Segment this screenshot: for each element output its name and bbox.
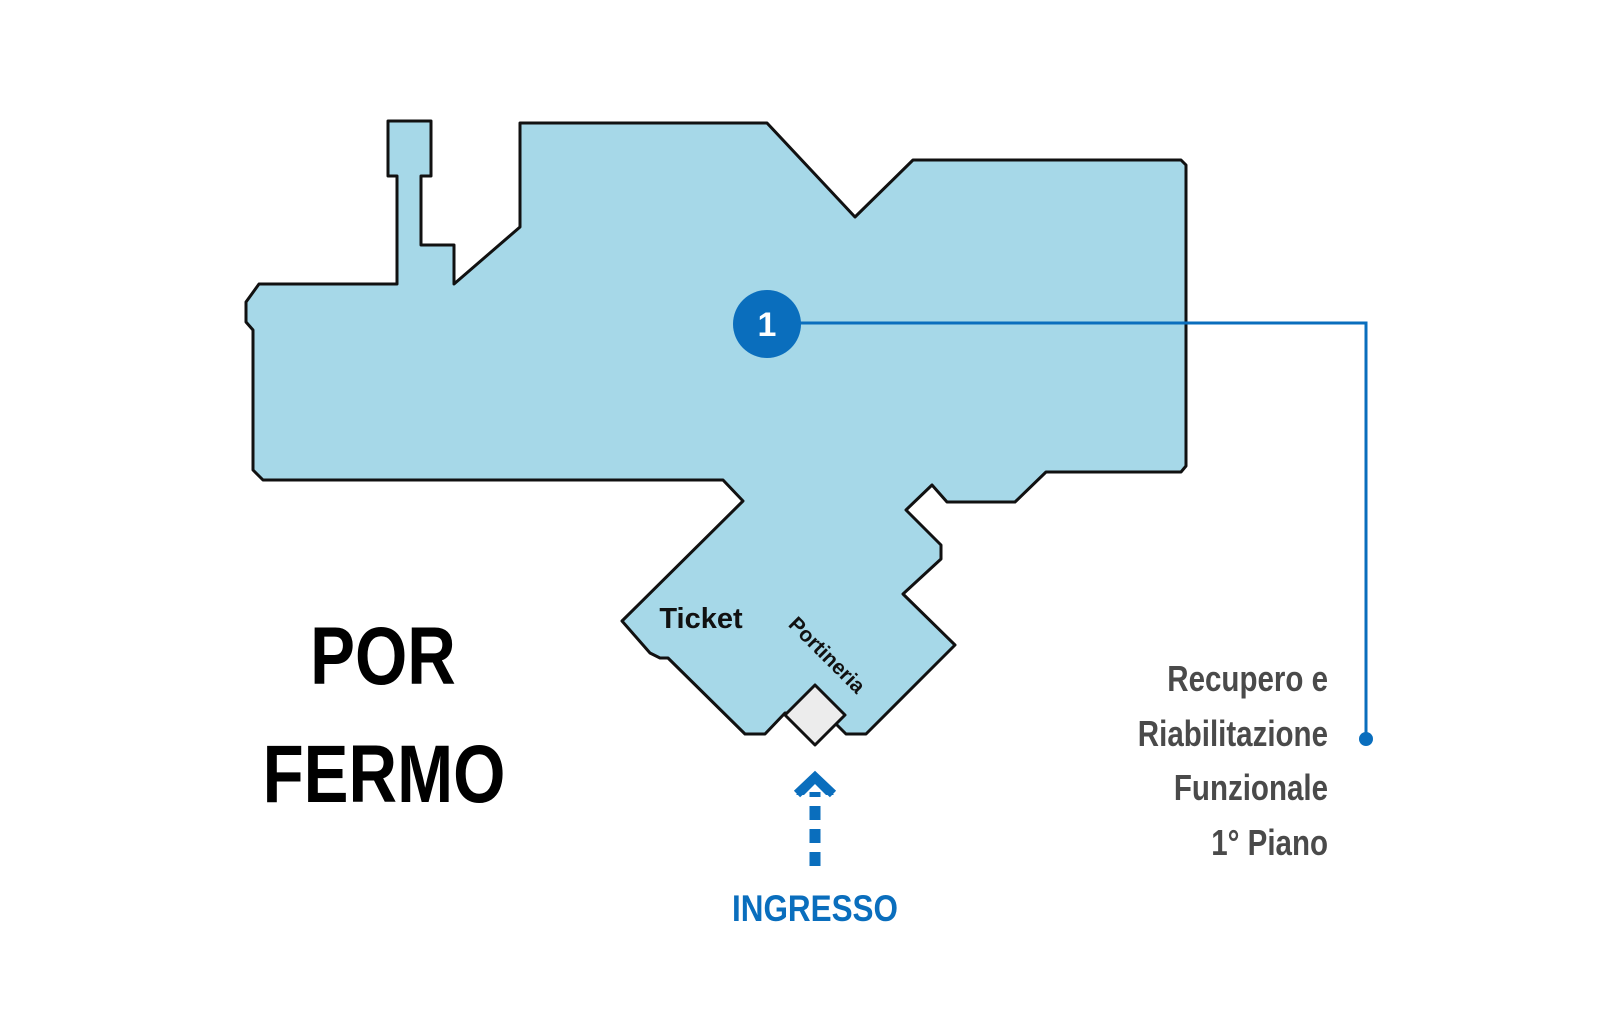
facility-name-line-1: POR	[310, 610, 456, 702]
description-line-4: 1° Piano	[1211, 822, 1328, 862]
description-line-1: Recupero e	[1167, 658, 1328, 698]
numbered-circle-icon	[733, 290, 801, 358]
description-line-3: Funzionale	[1174, 767, 1328, 807]
marker-leader-line	[762, 321, 1368, 738]
building-outline	[244, 119, 1188, 736]
marker-1-description: Recupero e Riabilitazione Funzionale 1° …	[1138, 658, 1328, 862]
room-label-ticket: Ticket	[659, 603, 743, 635]
entrance-label: INGRESSO	[732, 889, 898, 930]
description-line-2: Riabilitazione	[1138, 713, 1328, 753]
marker-1[interactable]: 1	[733, 290, 801, 358]
marker-number: 1	[758, 306, 777, 344]
facility-name-line-2: FERMO	[263, 728, 506, 820]
arrow-up-dashed-icon	[793, 770, 837, 866]
marker-leader-endpoint	[1359, 732, 1373, 746]
entrance-door	[783, 683, 847, 747]
